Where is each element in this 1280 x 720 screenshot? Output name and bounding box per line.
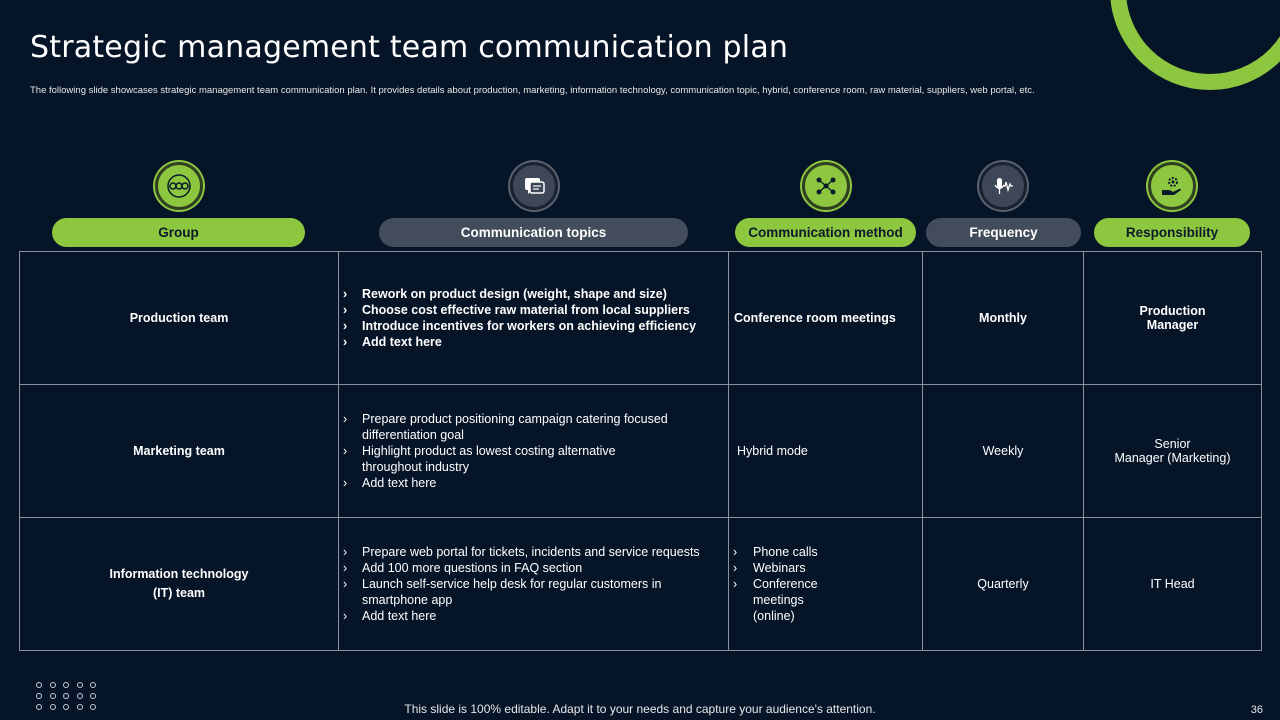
- decorative-dot-grid: [36, 682, 97, 710]
- table-row: Information technology (IT) team Prepare…: [19, 517, 1262, 651]
- responsibility-line: IT Head: [1150, 577, 1195, 591]
- slide-title: Strategic management team communication …: [30, 30, 789, 65]
- topic-item: Add text here: [343, 475, 709, 491]
- group-name: Marketing team: [133, 443, 225, 458]
- responsibility-line: Manager: [1146, 318, 1199, 332]
- responsibility-line: Manager (Marketing): [1114, 451, 1231, 465]
- method-cell: Conference room meetings: [728, 251, 923, 385]
- table-row: Marketing team Prepare product positioni…: [19, 384, 1262, 518]
- slide-subtitle: The following slide showcases strategic …: [30, 85, 1035, 96]
- responsibility-line: Senior: [1154, 437, 1191, 451]
- header-group: Group: [52, 218, 305, 247]
- header-communication-topics: Communication topics: [379, 218, 688, 247]
- table-row: Production team Rework on product design…: [19, 251, 1262, 385]
- topics-cell: Rework on product design (weight, shape …: [338, 251, 729, 385]
- method-cell: Phone calls Webinars Conference meetings…: [728, 517, 923, 651]
- responsibility-line: Production: [1139, 304, 1206, 318]
- hand-gear-icon: [1148, 162, 1196, 210]
- topic-item: Highlight product as lowest costing alte…: [343, 443, 709, 475]
- team-icon: [155, 162, 203, 210]
- frequency-cell: Quarterly: [922, 517, 1084, 651]
- footer-note: This slide is 100% editable. Adapt it to…: [404, 702, 876, 716]
- header-communication-method: Communication method: [735, 218, 916, 247]
- group-cell: Information technology (IT) team: [19, 517, 339, 651]
- communication-plan-table: Production team Rework on product design…: [19, 251, 1262, 651]
- page-number: 36: [1250, 704, 1263, 716]
- topics-cell: Prepare product positioning campaign cat…: [338, 384, 729, 518]
- topic-item: Rework on product design (weight, shape …: [343, 286, 728, 302]
- method-item: Phone calls: [733, 544, 879, 560]
- chat-document-icon: [510, 162, 558, 210]
- frequency-cell: Weekly: [922, 384, 1084, 518]
- group-name: Information technology: [109, 567, 249, 581]
- header-frequency: Frequency: [926, 218, 1081, 247]
- header-responsibility: Responsibility: [1094, 218, 1250, 247]
- topic-item: Add text here: [343, 334, 728, 350]
- group-cell: Production team: [19, 251, 339, 385]
- group-cell: Marketing team: [19, 384, 339, 518]
- topics-cell: Prepare web portal for tickets, incident…: [338, 517, 729, 651]
- frequency-cell: Monthly: [922, 251, 1084, 385]
- group-name: Production team: [129, 310, 229, 325]
- topic-item: Add text here: [343, 608, 728, 624]
- responsibility-cell: IT Head: [1083, 517, 1262, 651]
- topic-item: Launch self-service help desk for regula…: [343, 576, 728, 608]
- topic-item: Prepare web portal for tickets, incident…: [343, 544, 728, 560]
- topic-item: Prepare product positioning campaign cat…: [343, 411, 709, 443]
- group-name: (IT) team: [152, 586, 206, 600]
- network-people-icon: [802, 162, 850, 210]
- microphone-waveform-icon: [979, 162, 1027, 210]
- method-item: Conference meetings (online): [733, 576, 879, 624]
- method-cell: Hybrid mode: [728, 384, 923, 518]
- responsibility-cell: Production Manager: [1083, 251, 1262, 385]
- topic-item: Introduce incentives for workers on achi…: [343, 318, 728, 334]
- topic-item: Choose cost effective raw material from …: [343, 302, 728, 318]
- responsibility-cell: Senior Manager (Marketing): [1083, 384, 1262, 518]
- topic-item: Add 100 more questions in FAQ section: [343, 560, 728, 576]
- decorative-ring: [1110, 0, 1280, 90]
- method-item: Webinars: [733, 560, 879, 576]
